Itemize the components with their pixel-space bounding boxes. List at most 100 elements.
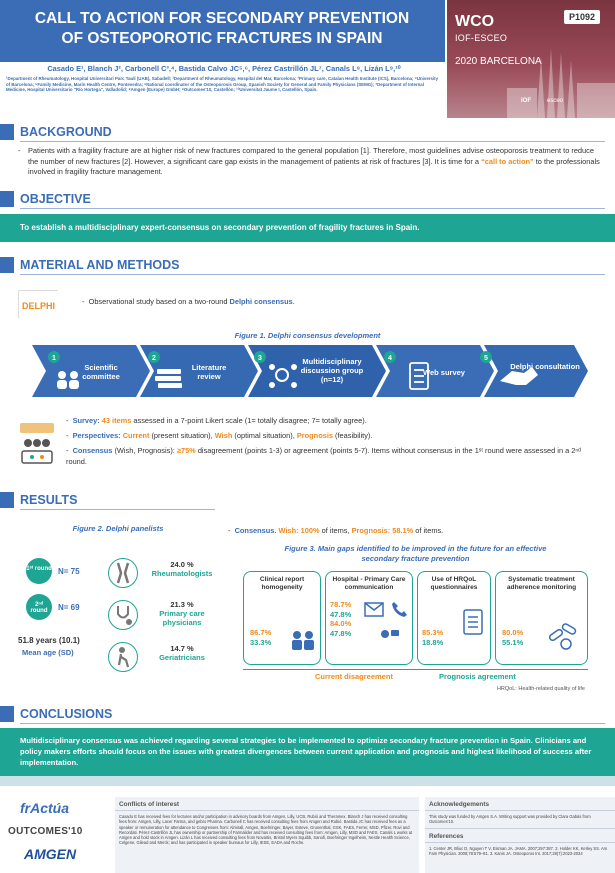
fractua-logo: frActúa <box>20 800 70 816</box>
legend-current: Current disagreement <box>315 672 393 681</box>
gap-4-current: 80.0% <box>502 628 524 637</box>
figure-3-caption-2: secondary fracture prevention <box>361 554 470 563</box>
references-title: References <box>425 827 615 843</box>
conclusions-text: Multidisciplinary consensus was achieved… <box>20 736 592 767</box>
consensus-label: Consensus <box>72 446 113 455</box>
heading-rule <box>20 509 215 510</box>
delphi-logo-icon: DELPHI <box>19 291 59 319</box>
step-4-circle <box>384 351 396 363</box>
network-icon <box>269 364 297 388</box>
heading-bar <box>0 492 14 508</box>
gap-4-values: 80.0% 55.1% <box>502 628 523 648</box>
delphi-consensus-highlight: Delphi consensus <box>229 297 293 306</box>
process-step-4 <box>376 345 494 397</box>
gap-2-values: 78.7% 47.8% 84.0% 47.8% <box>330 600 351 638</box>
header: CALL TO ACTION FOR SECONDARY PREVENTION … <box>0 0 615 118</box>
email-icon <box>364 602 384 617</box>
heading-bar <box>0 191 14 207</box>
heading-rule <box>20 274 605 275</box>
conclusions-heading: CONCLUSIONS <box>0 703 615 725</box>
study-text-1: Observational study based on a two-round <box>88 297 230 306</box>
congress-banner: WCO IOF-ESCEO 2020 BARCELONA P1092 IOF e… <box>447 0 615 118</box>
conflicts-title: Conflicts of interest <box>115 797 419 811</box>
gap-4-title: Systematic treatment adherence monitorin… <box>506 576 577 592</box>
round-1-badge: 1ˢᵗ round <box>26 558 52 584</box>
background-heading: BACKGROUND <box>0 121 615 143</box>
panel-primary-care: 21.3 % Primary care physicians <box>142 600 222 627</box>
step-3-number: 3 <box>258 355 262 362</box>
background-text: - Patients with a fragility fracture are… <box>18 146 603 178</box>
persp-wish-desc: (optimal situation), <box>232 431 297 440</box>
step-1-label: Scientific committee <box>82 363 120 381</box>
persp-prognosis: Prognosis <box>296 431 333 440</box>
prognosis-rest: of items. <box>413 526 444 535</box>
gap-1-title: Clinical report homogeneity <box>259 576 305 592</box>
poster-number: P1092 <box>564 10 601 24</box>
step-5-label: Delphi consultation <box>510 362 580 371</box>
consensus-text-2: disagreement (points 1-3) or agreement (… <box>66 446 581 466</box>
affiliations: ¹Department of Rheumatology, Hospital Un… <box>6 76 439 93</box>
survey-line: - Survey: 43 items assessed in a 7-point… <box>66 416 596 427</box>
primary-care-label: Primary care physicians <box>159 609 205 627</box>
process-step-3 <box>248 345 386 397</box>
perspectives-label: Perspectives: <box>72 431 121 440</box>
call-to-action-highlight: “call to action” <box>481 156 534 166</box>
step-2-circle <box>148 351 160 363</box>
bullet: - <box>66 446 73 455</box>
results-title: RESULTS <box>20 493 78 507</box>
wish-label: Wish: <box>278 526 299 535</box>
gap-card-hrqol: Use of HRQoL questionnaires 85.3% 18.8% <box>417 571 491 665</box>
heading-rule <box>20 141 605 142</box>
legend-prognosis: Prognosis agreement <box>439 672 516 681</box>
heading-bar <box>0 257 14 273</box>
rheumatologists-pct: 24.0 % <box>170 560 194 569</box>
group-people-icon <box>57 371 79 389</box>
step-4-number: 4 <box>388 355 392 362</box>
objective-band: To establish a multidisciplinary expert-… <box>0 214 615 242</box>
acknowledgements-text: This study was funded by Amgen S.A. Writ… <box>429 814 591 825</box>
geriatricians-label: Geriatricians <box>159 653 205 662</box>
poster-title: CALL TO ACTION FOR SECONDARY PREVENTION … <box>12 9 432 49</box>
city-skyline-image <box>507 48 615 118</box>
doctors-icon <box>292 631 314 650</box>
mean-age-value: 51.8 years (10.1) <box>18 636 80 645</box>
bullet: - <box>18 146 21 155</box>
consensus-line: - Consensus (Wish, Prognosis): ≥75% disa… <box>66 446 596 467</box>
elderly-person-icon <box>108 642 138 672</box>
prognosis-value: 58.1% <box>392 526 414 535</box>
title-banner: CALL TO ACTION FOR SECONDARY PREVENTION … <box>0 0 445 62</box>
prognosis-label: Prognosis: <box>351 526 391 535</box>
survey-rest: assessed in a 7-point Likert scale (1= t… <box>131 416 367 425</box>
results-right-panel: - Consensus. Wish: 100% of items, Progno… <box>228 524 603 696</box>
delphi-process-diagram: 1 2 3 4 5 <box>32 345 588 397</box>
gap-1-values: 86.7% 33.3% <box>250 628 271 648</box>
wish-rest: of items, <box>319 526 352 535</box>
gap-1-current: 86.7% <box>250 628 272 637</box>
gap-3-values: 85.3% 18.8% <box>422 628 443 648</box>
iof-logo: IOF <box>521 98 531 104</box>
round-1-n: N= 75 <box>58 567 80 576</box>
gap-3-current: 85.3% <box>422 628 444 637</box>
methods-details: - Survey: 43 items assessed in a 7-point… <box>18 413 602 473</box>
authors: Casado E¹, Blanch J², Carbonell C³,⁴, Ba… <box>47 64 401 73</box>
delphi-logo: DELPHI <box>18 290 59 319</box>
round-2-badge: 2ⁿᵈ round <box>26 594 52 620</box>
handshake-icon <box>500 367 538 385</box>
methods-title: MATERIAL AND METHODS <box>20 258 180 272</box>
conclusions-band: Multidisciplinary consensus was achieved… <box>0 728 615 786</box>
figure-2-caption: Figure 2. Delphi panelists <box>72 524 164 533</box>
background-title: BACKGROUND <box>20 125 112 139</box>
survey-value: 43 items <box>101 416 132 425</box>
step-3-label: Multidisciplinary discussion group (n=12… <box>300 357 364 384</box>
questionnaire-icon <box>463 609 483 635</box>
heading-bar <box>0 706 14 722</box>
perspectives-line: - Perspectives: Current (present situati… <box>66 431 596 442</box>
conclusions-title: CONCLUSIONS <box>20 707 113 721</box>
study-text-end: . <box>292 297 295 306</box>
step-5-number: 5 <box>484 355 488 362</box>
study-text: - Observational study based on a two-rou… <box>82 297 582 308</box>
step-3-circle <box>254 351 266 363</box>
doctor-chat-icon <box>381 630 399 638</box>
step-2-number: 2 <box>152 355 156 362</box>
persp-current-desc: (present situation), <box>149 431 215 440</box>
